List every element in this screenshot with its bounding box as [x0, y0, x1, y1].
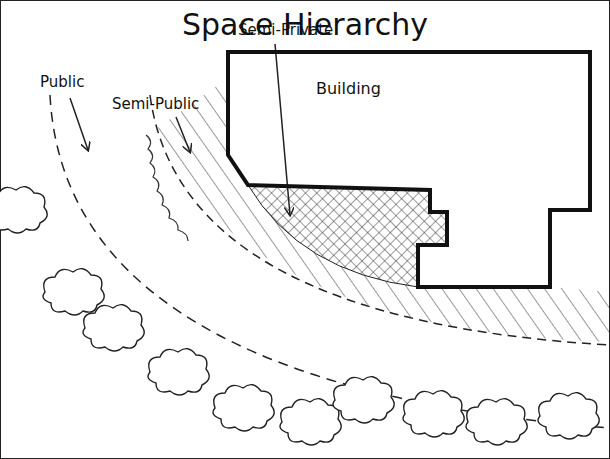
leader-arrow: [275, 44, 290, 215]
public-edge: [50, 95, 610, 428]
semi-public-band: [152, 78, 610, 342]
zone-label: Semi-Public: [112, 96, 199, 113]
semi-public-edge: [150, 95, 610, 345]
leader-arrow: [70, 98, 88, 150]
zone-label: Public: [40, 74, 84, 91]
shrub-edge: [146, 135, 188, 241]
building-label: Building: [316, 80, 381, 98]
building-wall: [228, 52, 590, 287]
building-outline: Building: [228, 52, 590, 288]
zone-label: Semi-Private: [238, 22, 333, 39]
leader-arrow: [176, 117, 190, 152]
building-shape: [228, 52, 590, 288]
bushes: [0, 187, 599, 445]
